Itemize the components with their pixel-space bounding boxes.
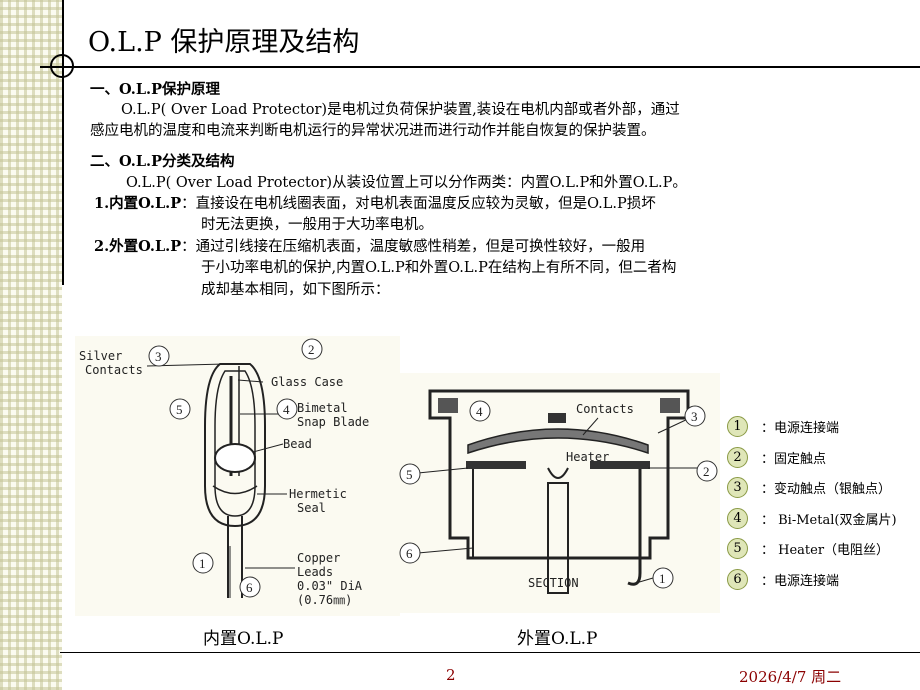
label-bimetal: Bimetal — [297, 401, 348, 415]
caption-internal-olp: 内置O.L.P — [203, 629, 284, 649]
label-bead: Bead — [283, 437, 312, 451]
ext-callout-2: 2 — [703, 464, 710, 479]
section2-heading: 二、O.L.P分类及结构 — [90, 153, 235, 170]
label-section: SECTION — [528, 576, 579, 590]
item1-line1: ：直接设在电机线圈表面，对电机表面温度反应较为灵敏，但是O.L.P损坏 — [181, 196, 656, 212]
page-number: 2 — [446, 666, 456, 684]
label-contacts: Contacts — [85, 363, 143, 377]
section1-line2: 感应电机的温度和电流来判断电机运行的异常状况进而进行动作并能自恢复的保护装置。 — [90, 123, 656, 139]
legend-number: 5 — [727, 538, 748, 559]
corner-circle-ornament — [50, 54, 74, 78]
ext-callout-3: 3 — [691, 409, 698, 424]
item2-line2: 于小功率电机的保护,内置O.L.P和外置O.L.P在结构上有所不同，但二者构 — [201, 260, 677, 276]
label-silver: Silver — [79, 349, 122, 363]
caption-external-olp: 外置O.L.P — [517, 629, 598, 649]
footer-date: 2026/4/7 周二 — [739, 668, 842, 686]
legend-text: ： Heater（电阻丝） — [761, 543, 890, 558]
label-heater: Heater — [566, 450, 609, 464]
label-dia: 0.03" DiA — [297, 579, 363, 593]
legend-text: ：电源连接端 — [761, 421, 840, 436]
label-leads: Leads — [297, 565, 333, 579]
item2-line1: ：通过引线接在压缩机表面，温度敏感性稍差，但是可换性较好，一般用 — [181, 239, 646, 255]
decorative-weave-pattern — [0, 0, 62, 690]
legend-text: ：固定触点 — [761, 452, 827, 467]
external-olp-diagram: Contacts Heater SECTION 4 3 5 2 6 1 — [398, 373, 720, 613]
label-snap-blade: Snap Blade — [297, 415, 369, 429]
callout-1: 1 — [199, 556, 206, 571]
legend-number: 4 — [727, 508, 748, 529]
legend-text: ：电源连接端 — [761, 574, 840, 589]
legend-number: 1 — [727, 416, 748, 437]
item1-label: 1.内置O.L.P — [94, 195, 182, 212]
title-rule — [40, 66, 920, 68]
section2-line1: O.L.P( Over Load Protector)从装设位置上可以分作两类：… — [126, 175, 687, 191]
internal-olp-diagram: Silver Contacts Glass Case Bimetal Snap … — [75, 336, 400, 616]
section1-heading: 一、O.L.P保护原理 — [90, 81, 220, 98]
callout-3: 3 — [155, 349, 162, 364]
label-glass-case: Glass Case — [271, 375, 343, 389]
legend-number: 6 — [727, 569, 748, 590]
ext-callout-4: 4 — [476, 404, 483, 419]
ext-callout-5: 5 — [406, 467, 413, 482]
legend-text: ： Bi-Metal(双金属片) — [761, 513, 897, 528]
footer-rule — [60, 652, 920, 653]
label-hermetic: Hermetic — [289, 487, 347, 501]
callout-6: 6 — [246, 580, 253, 595]
callout-2: 2 — [308, 342, 315, 357]
section1-line1: O.L.P( Over Load Protector)是电机过负荷保护装置,装设… — [121, 102, 680, 118]
legend-text: ：变动触点（银触点） — [761, 482, 892, 497]
page-title: O.L.P 保护原理及结构 — [88, 27, 360, 58]
item2-label: 2.外置O.L.P — [94, 238, 182, 255]
item2-line3: 成却基本相同，如下图所示： — [201, 282, 390, 298]
callout-4: 4 — [283, 402, 290, 417]
ext-callout-6: 6 — [406, 546, 413, 561]
legend-number: 3 — [727, 477, 748, 498]
legend-number: 2 — [727, 447, 748, 468]
label-ext-contacts: Contacts — [576, 402, 634, 416]
label-copper: Copper — [297, 551, 340, 565]
label-seal: Seal — [297, 501, 326, 515]
item1-line2: 时无法更换，一般用于大功率电机。 — [201, 217, 433, 233]
ext-callout-1: 1 — [659, 571, 666, 586]
label-mm: (0.76㎜) — [297, 593, 352, 607]
callout-5: 5 — [176, 402, 183, 417]
vertical-rule — [62, 0, 64, 285]
